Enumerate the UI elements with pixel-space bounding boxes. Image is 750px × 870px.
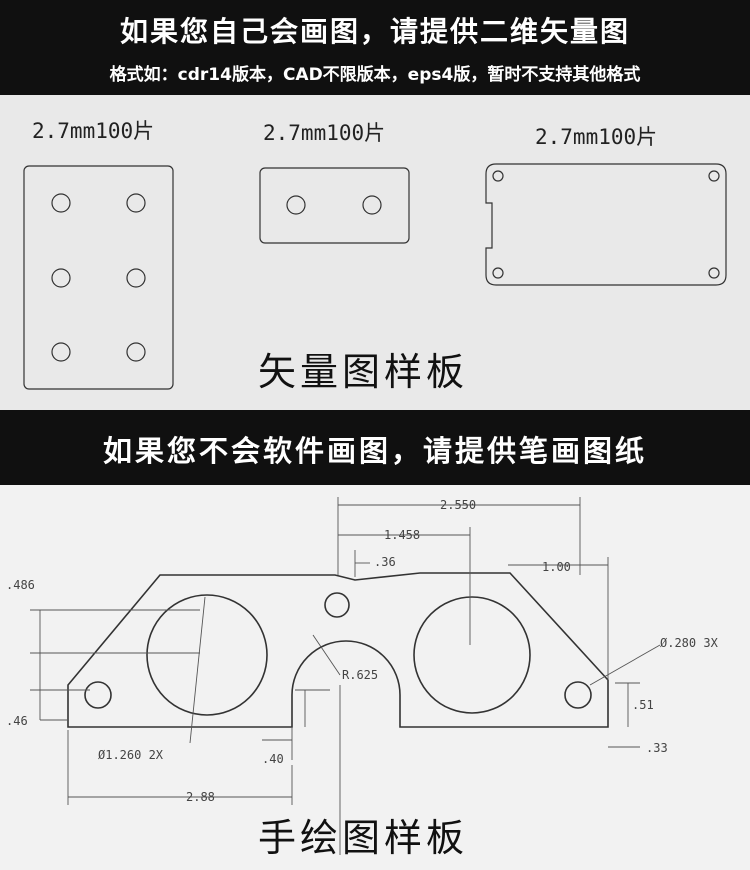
top-banner: 如果您自己会画图，请提供二维矢量图 格式如：cdr14版本，CAD不限版本，ep… <box>0 0 750 95</box>
plate-six-holes <box>23 165 174 390</box>
large-hole-right <box>413 596 531 714</box>
dim-100: 1.00 <box>542 560 571 574</box>
dim-486: .486 <box>6 578 35 592</box>
large-hole-left <box>146 594 268 716</box>
dim-288: 2.88 <box>186 790 215 804</box>
dim-2550: 2.550 <box>440 498 476 512</box>
dim-51: .51 <box>632 698 654 712</box>
small-hole-left <box>84 681 112 709</box>
dim-40: .40 <box>262 752 284 766</box>
dim-33: .33 <box>646 741 668 755</box>
plate-two-holes <box>259 167 410 244</box>
vector-shapes <box>23 163 727 390</box>
mid-banner-text: 如果您不会软件画图，请提供笔画图纸 <box>102 434 647 468</box>
header-line1: 如果您自己会画图，请提供二维矢量图 <box>119 15 630 48</box>
mid-banner: 如果您不会软件画图，请提供笔画图纸 <box>0 410 750 485</box>
small-hole-top <box>324 592 350 618</box>
dim-r625: R.625 <box>342 668 378 682</box>
sketch-caption: 手绘图样板 <box>258 816 469 860</box>
part-outline <box>67 572 609 728</box>
header-line2: 格式如：cdr14版本，CAD不限版本，eps4版，暂时不支持其他格式 <box>109 65 641 85</box>
dim-46: .46 <box>6 714 28 728</box>
vector-sample-panel: 2.7mm100片 2.7mm100片 2.7mm100片 矢量图样板 <box>0 95 750 410</box>
hand-sketch-panel: 2.550 1.458 .36 1.00 .486 .46 R.625 Ø.28… <box>0 485 750 870</box>
spec-label-1: 2.7mm100片 <box>32 119 155 143</box>
spec-label-3: 2.7mm100片 <box>535 125 658 149</box>
vector-caption: 矢量图样板 <box>258 350 469 394</box>
small-hole-right <box>564 681 592 709</box>
plate-notched <box>485 163 727 286</box>
dim-280: Ø.280 3X <box>660 636 719 650</box>
spec-label-2: 2.7mm100片 <box>263 121 386 145</box>
dim-1260: Ø1.260 2X <box>98 748 164 762</box>
sketch-drawing: 2.550 1.458 .36 1.00 .486 .46 R.625 Ø.28… <box>6 497 719 855</box>
dim-1458: 1.458 <box>384 528 420 542</box>
dim-36: .36 <box>374 555 396 569</box>
